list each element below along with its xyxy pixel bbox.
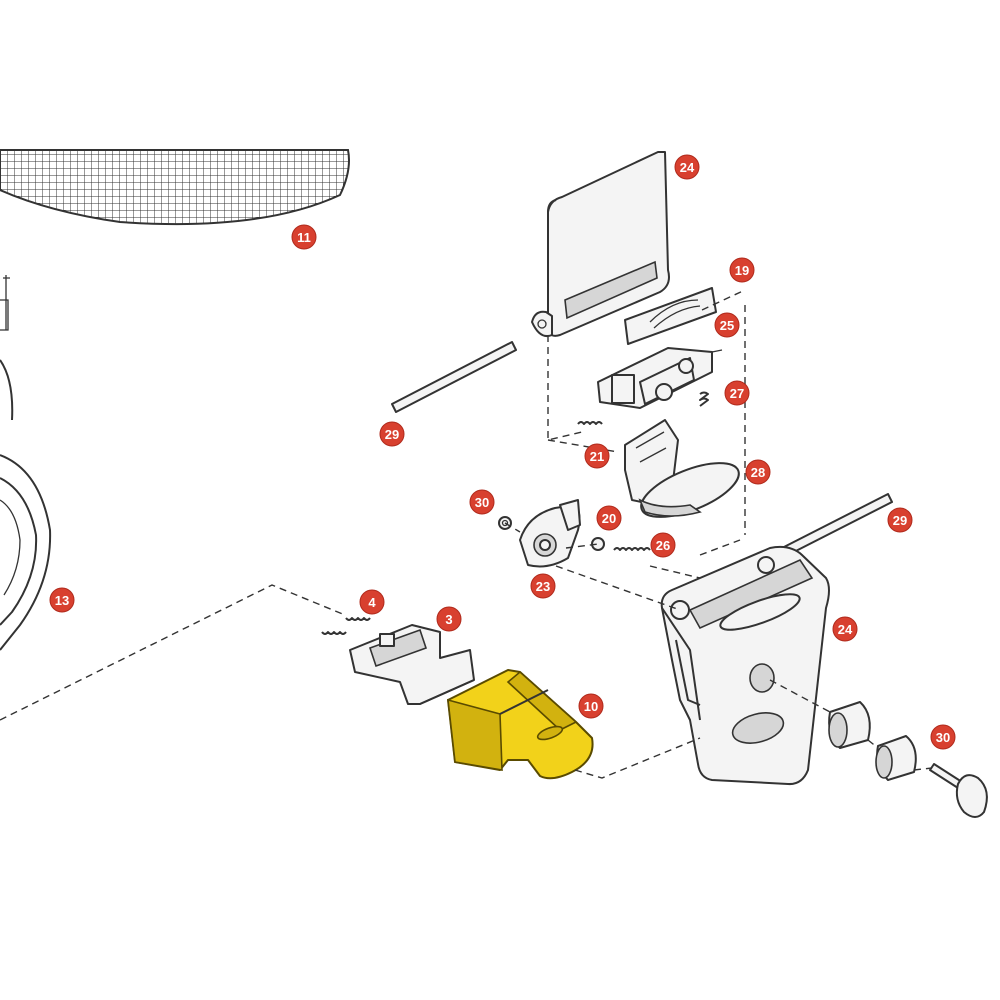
label-19: 19: [729, 257, 755, 283]
label-21: 21: [584, 443, 610, 469]
part-handle-housing: [660, 545, 830, 786]
part-lock-cam: [519, 499, 581, 568]
label-13: 13: [49, 587, 75, 613]
label-3: 3: [436, 606, 462, 632]
label-27: 27: [724, 380, 750, 406]
svg-text:4: 4: [368, 595, 376, 610]
svg-text:21: 21: [590, 449, 604, 464]
label-29-left: 29: [379, 421, 405, 447]
part-release-button-highlighted: [447, 669, 594, 780]
part-rod-right: [781, 493, 893, 557]
part-spring-26: [613, 547, 651, 551]
part-ring-20: [591, 537, 605, 551]
svg-text:24: 24: [680, 160, 695, 175]
svg-text:28: 28: [751, 465, 765, 480]
part-lock-cylinder: [828, 701, 917, 781]
label-24-right: 24: [832, 616, 858, 642]
svg-text:11: 11: [297, 230, 311, 245]
label-30-mid: 30: [469, 489, 495, 515]
svg-text:26: 26: [656, 538, 670, 553]
part-hinge-bracket: [597, 347, 723, 409]
part-springs-4: [321, 617, 371, 635]
svg-text:30: 30: [475, 495, 489, 510]
label-23: 23: [530, 573, 556, 599]
svg-text:29: 29: [893, 513, 907, 528]
svg-text:10: 10: [584, 699, 598, 714]
svg-text:24: 24: [838, 622, 853, 637]
svg-text:27: 27: [730, 386, 744, 401]
label-26: 26: [650, 532, 676, 558]
label-25: 25: [714, 312, 740, 338]
part-rod-left: [391, 341, 517, 413]
label-28: 28: [745, 459, 771, 485]
label-30-bottom: 30: [930, 724, 956, 750]
svg-text:3: 3: [445, 612, 452, 627]
part-mesh-cover: [0, 149, 350, 226]
label-29-right: 29: [887, 507, 913, 533]
part-key: [929, 763, 988, 818]
svg-text:25: 25: [720, 318, 734, 333]
svg-text:20: 20: [602, 511, 616, 526]
svg-text:30: 30: [936, 730, 950, 745]
part-spring-small: [577, 421, 603, 425]
svg-text:13: 13: [55, 593, 69, 608]
part-latch-plate: [531, 151, 670, 338]
part-handle-lever: [624, 419, 740, 518]
svg-text:23: 23: [536, 579, 550, 594]
label-10: 10: [578, 693, 604, 719]
label-4: 4: [359, 589, 385, 615]
svg-text:29: 29: [385, 427, 399, 442]
part-spring-27: [699, 391, 709, 407]
label-11: 11: [291, 224, 317, 250]
label-24-top: 24: [674, 154, 700, 180]
part-slider-frame: [349, 624, 475, 705]
label-20: 20: [596, 505, 622, 531]
assembly-lines: [0, 289, 933, 779]
svg-text:19: 19: [735, 263, 749, 278]
part-shell: [0, 275, 52, 651]
part-badge: [624, 287, 717, 345]
